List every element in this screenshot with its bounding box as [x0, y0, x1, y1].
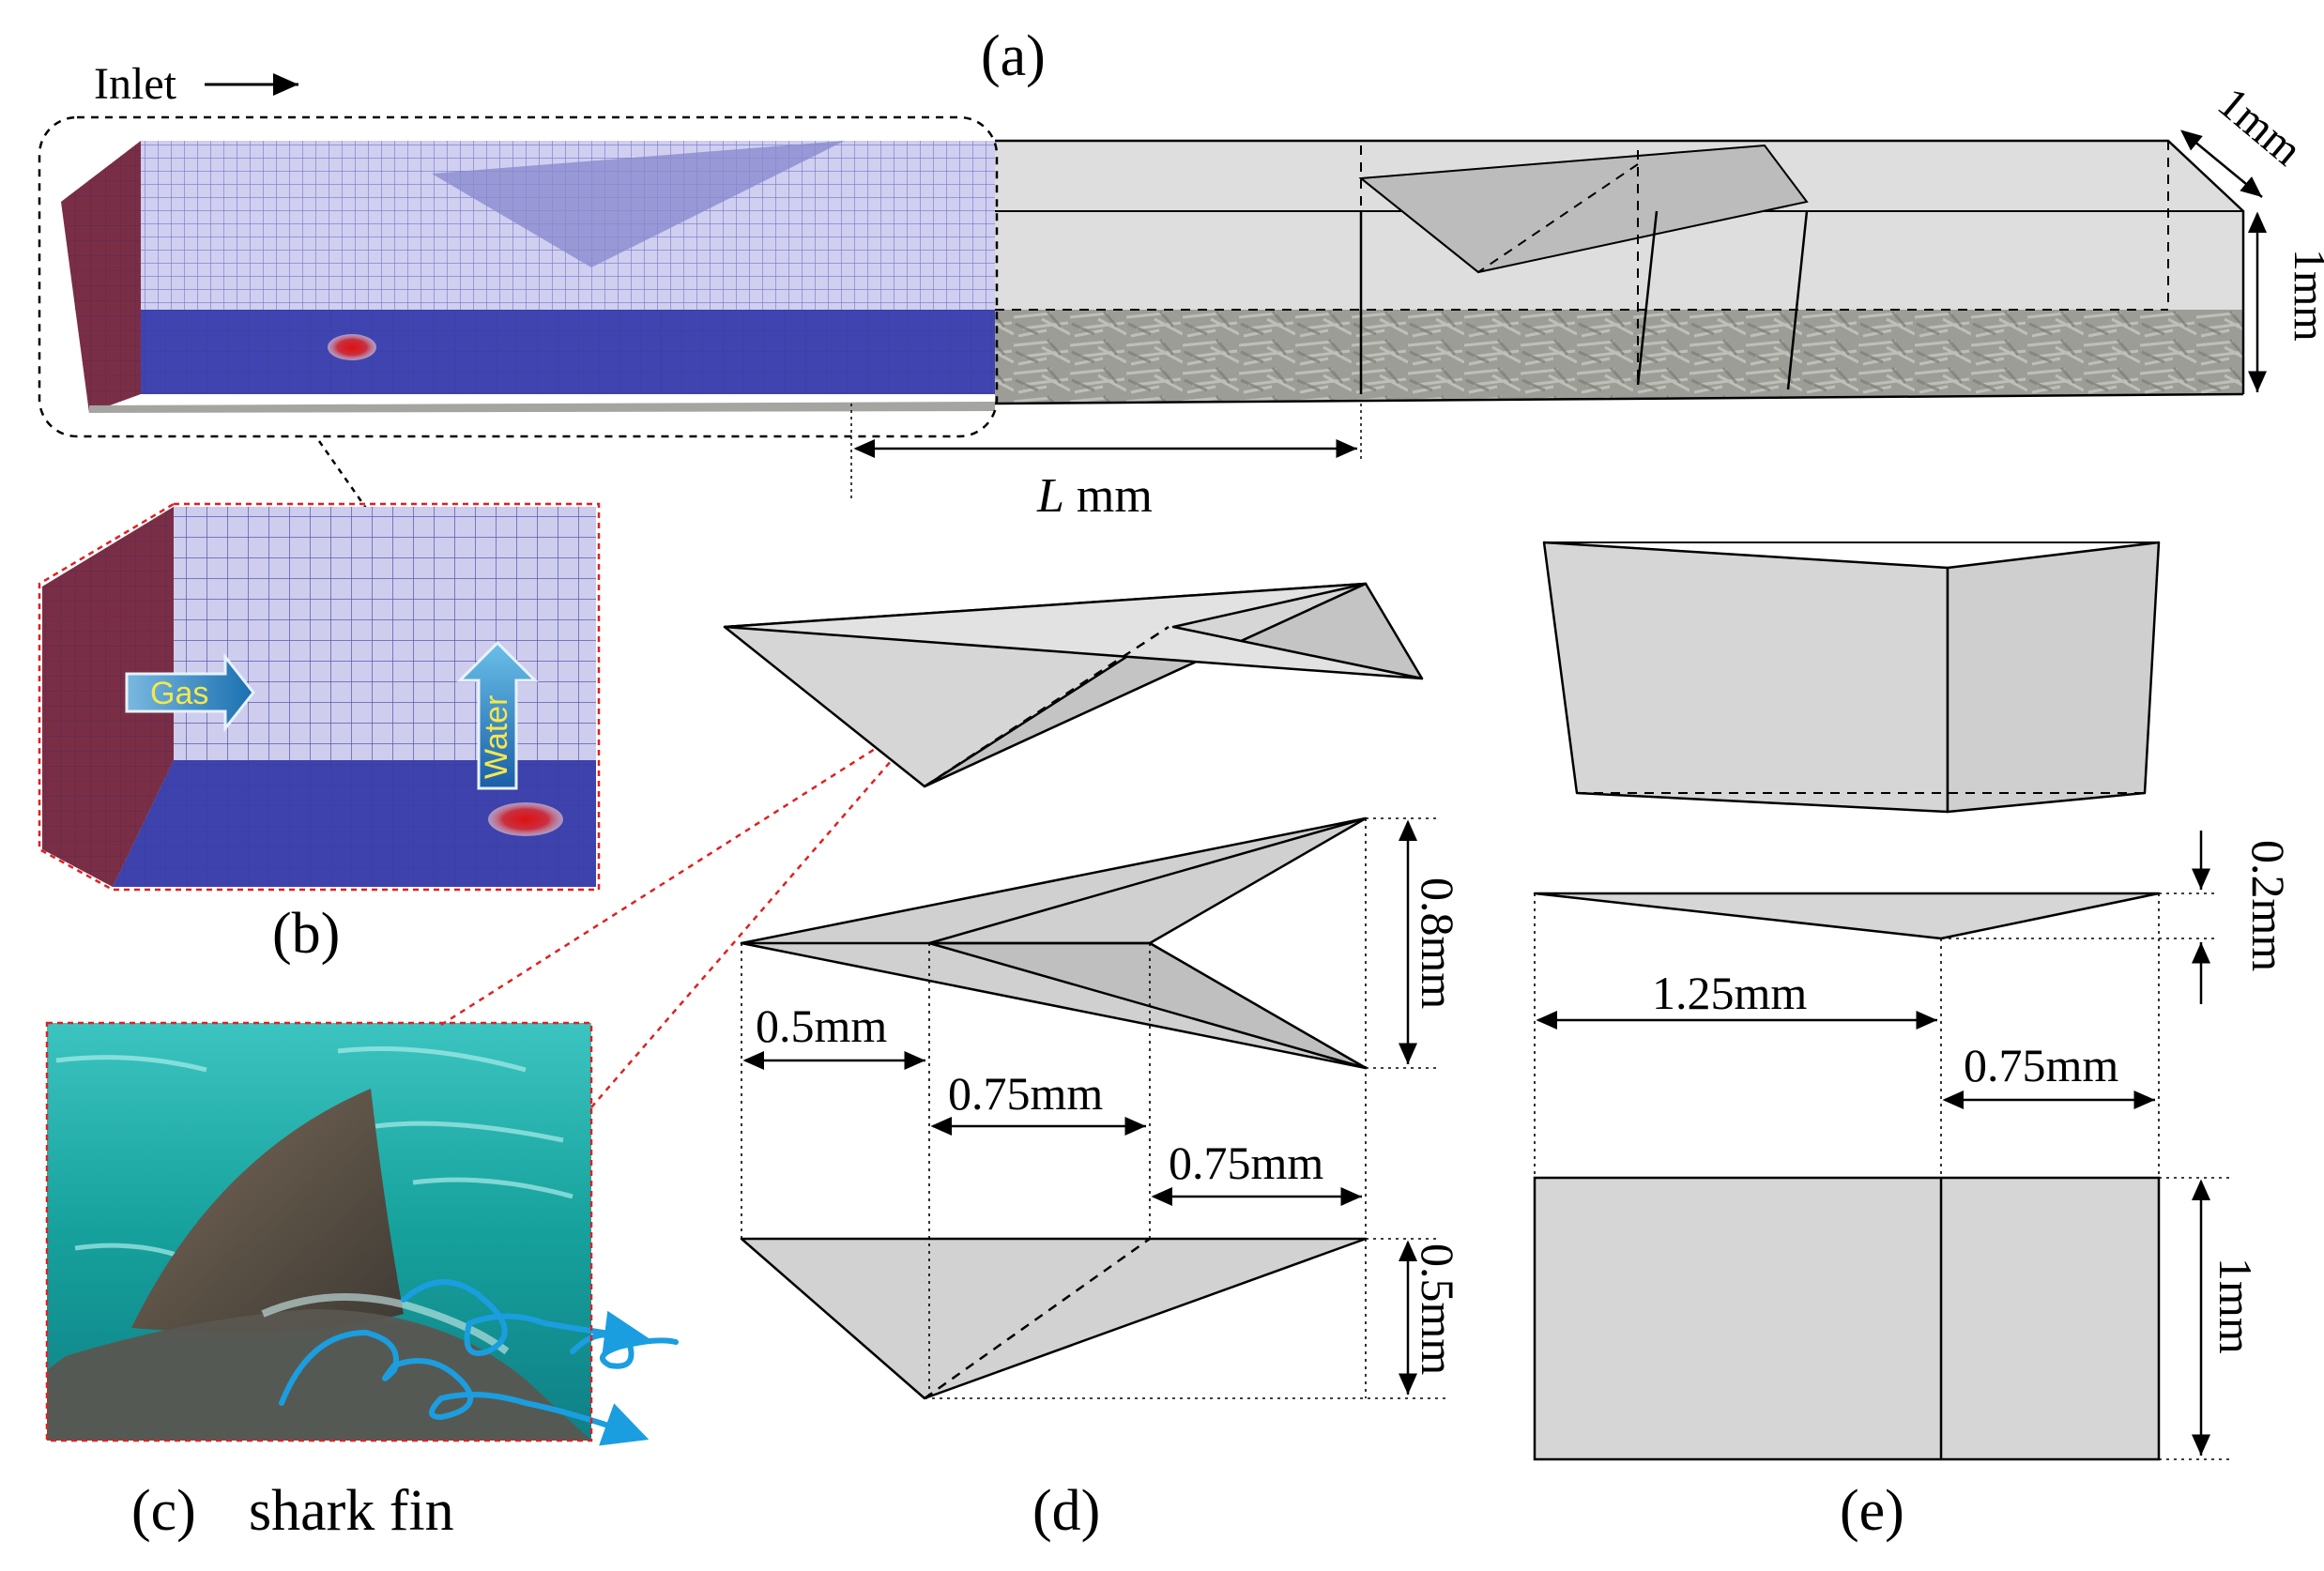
- wedge-view: [1533, 892, 2161, 940]
- vortex-swirls: [279, 1279, 679, 1446]
- shark-back: [47, 1309, 591, 1441]
- hot-spot-b: [488, 802, 563, 836]
- mesh-bed: [89, 402, 995, 413]
- dim-d3-label: 0.75mm: [1169, 1136, 1323, 1189]
- fin-3d: [723, 582, 1424, 788]
- panel-d: 0.5mm 0.75mm 0.75mm 0.8mm 0.5mm (d): [723, 582, 1464, 1543]
- dim-e-w1-label: 1.25mm: [1652, 967, 1807, 1019]
- panel-c: (c) shark fin: [45, 709, 935, 1543]
- mesh-domain: [38, 115, 999, 438]
- dim-h1-label: 0.8mm: [1412, 877, 1464, 1009]
- shark-fin-photo: [131, 1089, 404, 1333]
- dim-e-h2-label: 1mm: [2209, 1258, 2262, 1354]
- length-unit: mm: [1064, 469, 1153, 523]
- length-italic: L: [1036, 469, 1064, 523]
- dim-width-arrow: [2180, 130, 2263, 198]
- dim-d2-label: 0.75mm: [948, 1067, 1103, 1120]
- selection-box-b: [38, 502, 601, 892]
- water-ripples: [55, 1046, 573, 1265]
- block-3d: [1542, 541, 2161, 814]
- front-face: [1533, 1176, 2161, 1461]
- dim-e-h1-label: 0.2mm: [2242, 840, 2295, 971]
- panel-a-label: (a): [981, 24, 1046, 88]
- panel-c-label: (c): [131, 1479, 196, 1543]
- water-label: Water: [479, 695, 514, 779]
- inlet-label: Inlet: [94, 59, 177, 109]
- splash: [261, 1293, 510, 1355]
- height-dim-label: 1mm: [2285, 249, 2324, 342]
- mesh-fin-shadow: [432, 141, 845, 267]
- e-guide-lines: [1534, 892, 2234, 1460]
- panel-a: (a) Inlet: [38, 24, 2324, 536]
- guide-line-2: [590, 710, 935, 1108]
- hot-spot-a: [328, 334, 376, 360]
- water-arrow: Water: [456, 640, 539, 790]
- length-label: L mm: [1036, 469, 1153, 523]
- guide-line-1: [440, 709, 935, 1027]
- selection-box-c: [45, 1021, 593, 1442]
- selection-box-a: [38, 115, 999, 438]
- panel-b: Gas Water (b): [38, 502, 601, 966]
- fin-side-view: [740, 1237, 1368, 1400]
- gas-label: Gas: [150, 676, 208, 711]
- gas-arrow: Gas: [125, 652, 255, 733]
- dim-h2-label: 0.5mm: [1412, 1243, 1464, 1375]
- dim-d1-label: 0.5mm: [756, 999, 887, 1052]
- channel-body: [994, 139, 2245, 405]
- panel-e: 1.25mm 0.75mm 0.2mm 1mm (e): [1533, 541, 2295, 1543]
- panel-d-label: (d): [1032, 1479, 1100, 1543]
- panel-e-label: (e): [1840, 1479, 1904, 1543]
- d-guide-lines: [741, 817, 1445, 1399]
- panel-b-label: (b): [272, 902, 340, 966]
- dim-e-w2-label: 0.75mm: [1964, 1039, 2118, 1091]
- width-dim-label: 1mm: [2209, 78, 2312, 175]
- panel-c-caption: shark fin: [249, 1479, 454, 1543]
